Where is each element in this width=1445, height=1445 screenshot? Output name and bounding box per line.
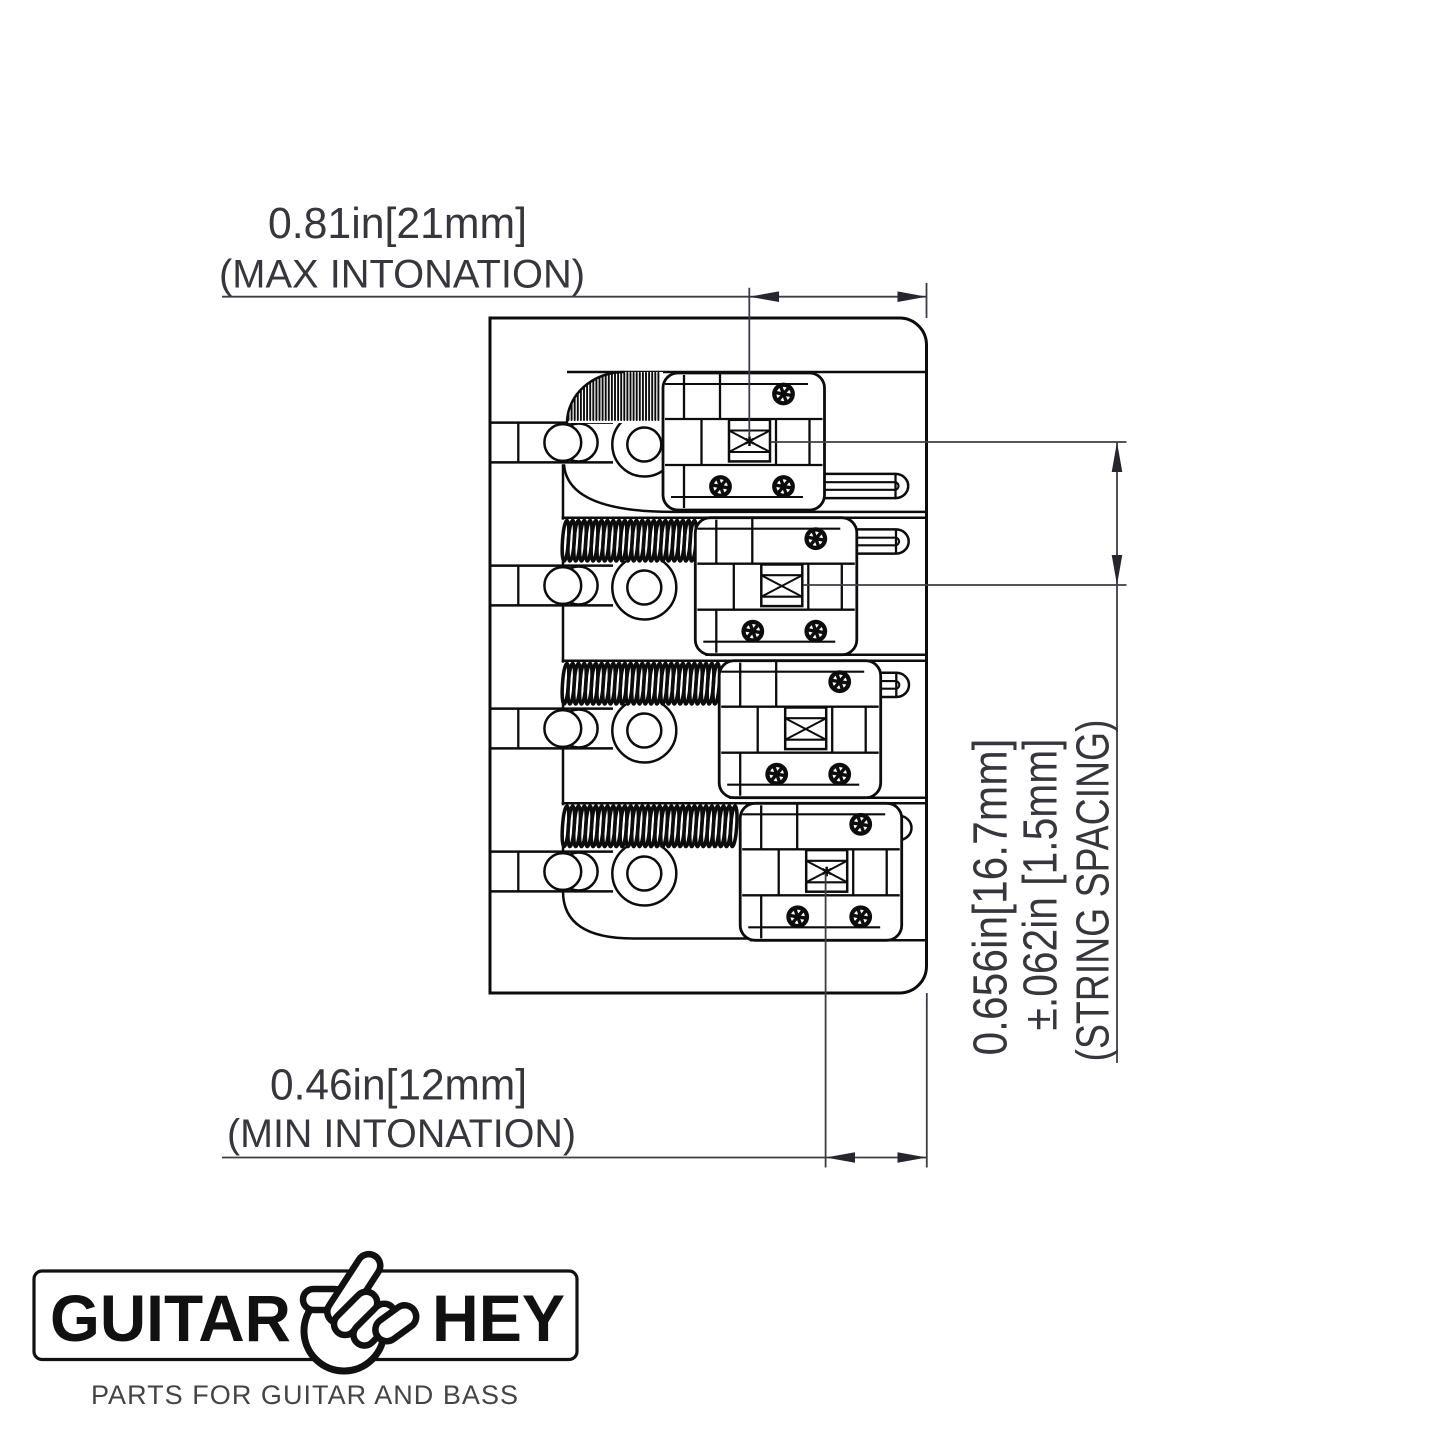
svg-text:GUITAR: GUITAR (50, 1281, 291, 1355)
svg-text:0.656in[16.7mm]: 0.656in[16.7mm] (965, 739, 1018, 1056)
svg-text:0.81in[21mm]: 0.81in[21mm] (268, 199, 527, 248)
svg-text:(MIN INTONATION): (MIN INTONATION) (227, 1112, 576, 1156)
svg-text:HEY: HEY (432, 1281, 565, 1355)
svg-text:±.062in [1.5mm]: ±.062in [1.5mm] (1015, 739, 1068, 1031)
svg-text:0.46in[12mm]: 0.46in[12mm] (270, 1061, 527, 1110)
svg-text:PARTS FOR GUITAR AND BASS: PARTS FOR GUITAR AND BASS (91, 1380, 518, 1410)
svg-text:(MAX INTONATION): (MAX INTONATION) (219, 253, 585, 297)
svg-text:(STRING SPACING): (STRING SPACING) (1067, 720, 1119, 1062)
